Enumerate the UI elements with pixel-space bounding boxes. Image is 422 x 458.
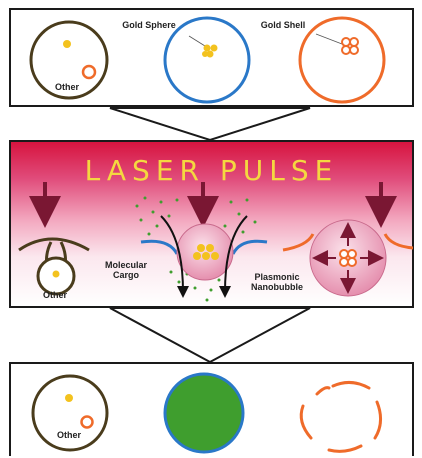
destroyed-shell-cell xyxy=(289,372,389,458)
molecular-cargo-label: Molecular Cargo xyxy=(99,260,153,280)
laser-arrows xyxy=(11,142,416,310)
other-label-mid: Other xyxy=(33,290,77,300)
gold-shell-cell xyxy=(296,14,388,106)
other-cell-bottom xyxy=(29,372,111,454)
down-chevron-1 xyxy=(110,106,310,142)
down-chevron-2 xyxy=(110,306,310,364)
cargo-filled-cell xyxy=(161,370,247,456)
other-label-bottom: Other xyxy=(47,430,91,440)
plasmonic-nanobubble-label: Plasmonic Nanobubble xyxy=(237,272,317,292)
other-label-top: Other xyxy=(45,82,89,92)
gold-shell-label: Gold Shell xyxy=(257,20,309,30)
result-panel: Other xyxy=(9,362,414,456)
laser-panel: LASER PULSE xyxy=(9,140,414,308)
gold-sphere-label: Gold Sphere xyxy=(121,20,177,30)
top-panel: Other Gold Sphere Gold Shell xyxy=(9,8,414,107)
